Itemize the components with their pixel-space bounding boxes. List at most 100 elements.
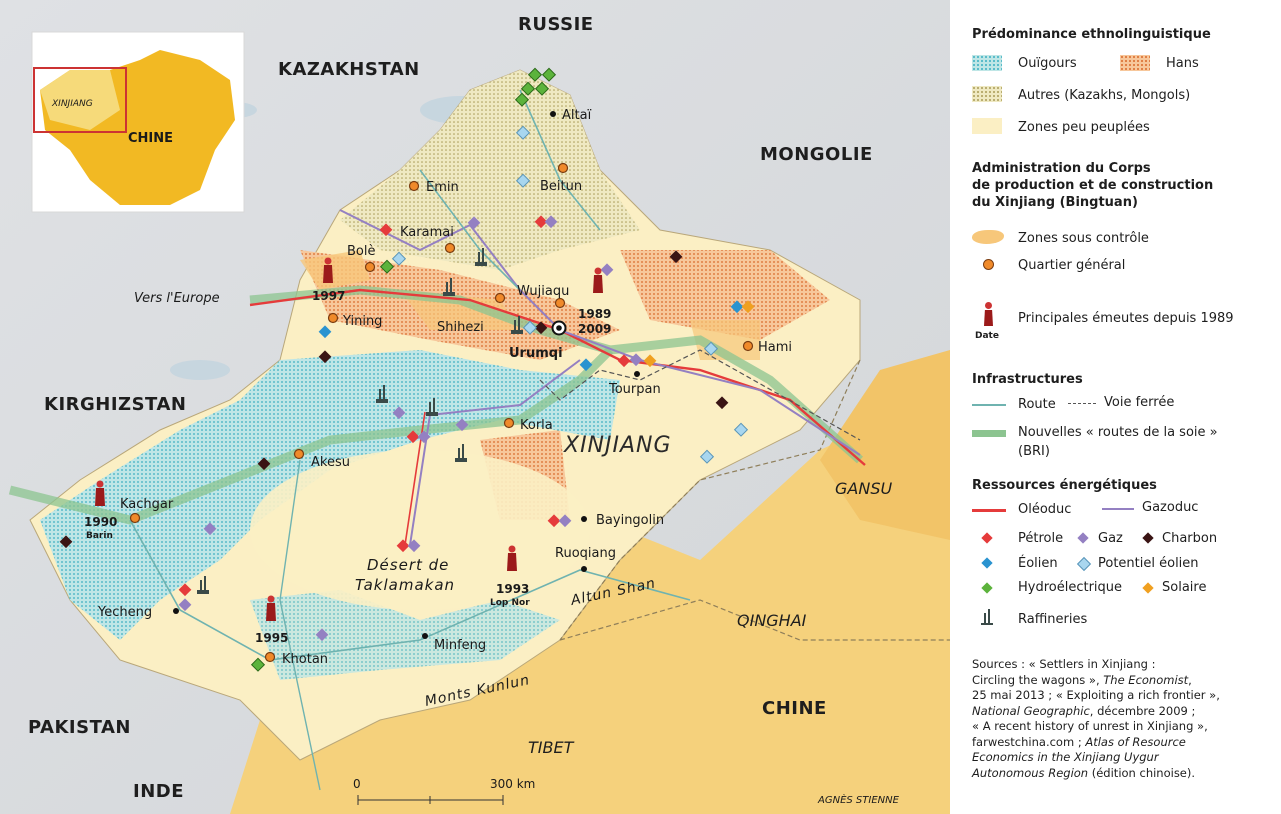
riot-year-1989: 1989	[578, 307, 611, 321]
legend-hydro: Hydroélectrique	[1018, 580, 1123, 595]
gas-pipeline	[339, 209, 861, 456]
road	[279, 459, 321, 791]
legend-infra-title: Infrastructures	[972, 372, 1083, 387]
source-line: farwestchina.com ; Atlas of Resource	[972, 734, 1186, 749]
city-label-wujiaqu: Wujiaqu	[517, 284, 569, 299]
riot-year-1993: 1993	[496, 582, 529, 596]
legend-gaz: Gaz	[1098, 531, 1123, 546]
city-label-tourpan: Tourpan	[608, 382, 661, 397]
city-label-akesu: Akesu	[311, 455, 350, 470]
city-label-yining: Yining	[342, 314, 382, 329]
railway-line-icon	[1068, 403, 1096, 404]
city-label-shihezi: Shihezi	[437, 320, 484, 335]
road	[419, 169, 521, 291]
region-label-xinjiang: XINJIANG	[563, 433, 672, 458]
coal-icon	[1142, 532, 1154, 544]
qg-marker-icon	[983, 259, 994, 270]
zone-hans	[620, 250, 830, 340]
city-label-hami: Hami	[758, 340, 792, 355]
country-kazakhstan: KAZAKHSTAN	[278, 59, 420, 80]
legend-emeutes: Principales émeutes depuis 1989	[1018, 311, 1234, 326]
refinery-icons	[197, 248, 523, 594]
direction-label: Vers l'Europe	[134, 291, 220, 306]
city-label-altai: Altaï	[562, 108, 592, 123]
taklamakan-desert	[250, 450, 590, 610]
scale-start: 0	[353, 777, 361, 791]
legend-voie-ferree: Voie ferrée	[1104, 395, 1175, 410]
scale-end: 300 km	[490, 777, 535, 791]
swatch-peu-peuplees	[972, 118, 1002, 134]
legend-potentiel-eolien: Potentiel éolien	[1098, 556, 1199, 571]
source-line: National Geographic, décembre 2009 ;	[972, 703, 1196, 718]
riot-place-lop-nor: Lop Nor	[490, 598, 530, 608]
legend-bri-abbr: (BRI)	[1018, 444, 1050, 459]
city-label-kachgar: Kachgar	[120, 497, 174, 512]
legend-eolien: Éolien	[1018, 556, 1058, 571]
legend-ouigours: Ouïgours	[1018, 56, 1077, 71]
hydro-icon	[981, 582, 993, 594]
city-label-korla: Korla	[520, 418, 553, 433]
legend-qg: Quartier général	[1018, 258, 1126, 273]
legend-riot-date: Date	[975, 331, 999, 341]
city-label-emin: Emin	[426, 180, 459, 195]
city-label-bayingolin: Bayingolin	[596, 513, 664, 528]
oil-pipeline	[249, 288, 866, 466]
province-tibet: TIBET	[528, 738, 575, 757]
riot-markers	[95, 257, 603, 621]
legend-energy-title: Ressources énergétiques	[972, 478, 1157, 493]
gas-pipeline	[409, 359, 581, 546]
legend-bingtuan-title: de production et de construction	[972, 178, 1214, 193]
road	[519, 89, 601, 231]
wind-icon	[981, 557, 993, 569]
swatch-autres	[972, 86, 1002, 102]
country-russie: RUSSIE	[518, 14, 594, 35]
swatch-bingtuan	[972, 230, 1004, 244]
legend-zones-controle: Zones sous contrôle	[1018, 231, 1149, 246]
source-line: Economics in the Xinjiang Uygur	[972, 750, 1159, 764]
riot-year-1990: 1990	[84, 515, 117, 529]
source-line: 25 mai 2013 ; « Exploiting a rich fronti…	[972, 688, 1220, 702]
xinjiang-map: XINJIANG CHINE RUSSIE KAZAKHSTAN MONGOLI…	[0, 0, 950, 814]
gas-icon	[1077, 532, 1089, 544]
source-line: Sources : « Settlers in Xinjiang :	[972, 657, 1156, 671]
city-markers	[173, 111, 640, 639]
country-kirghizstan: KIRGHIZSTAN	[44, 394, 186, 415]
source-line: Circling the wagons », The Economist,	[972, 672, 1192, 687]
country-mongolie: MONGOLIE	[760, 144, 873, 165]
bri-line-icon	[972, 430, 1006, 437]
source-line: « A recent history of unrest in Xinjiang…	[972, 719, 1208, 733]
legend-route: Route	[1018, 397, 1056, 412]
province-qinghai: QINGHAI	[737, 611, 807, 630]
source-line: Autonomous Region (édition chinoise).	[972, 765, 1196, 780]
railway	[539, 349, 861, 441]
city-label-bole: Bolè	[347, 244, 375, 259]
legend-peu-peuplees: Zones peu peuplées	[1018, 120, 1150, 135]
refinery-icon	[981, 609, 993, 625]
oil-pipeline-icon	[972, 509, 1006, 512]
hq-markers	[129, 162, 754, 663]
province-gansu: GANSU	[835, 479, 892, 498]
solar-icon	[1142, 582, 1154, 594]
inset-map: XINJIANG CHINE	[31, 31, 245, 213]
map-credit: AGNÈS STIENNE	[817, 793, 900, 806]
city-label-urumqi: Urumqi	[509, 346, 563, 361]
legend-bri: Nouvelles « routes de la soie »	[1018, 425, 1218, 440]
inset-xinjiang-label: XINJIANG	[51, 99, 93, 109]
road-line-icon	[972, 404, 1006, 406]
city-label-karamai: Karamai	[400, 225, 454, 240]
city-label-ruoqiang: Ruoqiang	[555, 546, 616, 561]
legend-autres: Autres (Kazakhs, Mongols)	[1018, 88, 1191, 103]
sources-text: Sources : « Settlers in Xinjiang : Circl…	[972, 657, 1272, 781]
oil-icon	[981, 532, 993, 544]
riot-year-1997: 1997	[312, 289, 345, 303]
province-border	[559, 599, 950, 641]
resource-markers	[59, 67, 755, 672]
desert-label: Taklamakan	[355, 576, 455, 594]
city-label-minfeng: Minfeng	[434, 638, 486, 653]
legend-bingtuan-title: Administration du Corps	[972, 161, 1151, 176]
road	[129, 519, 691, 661]
gas-pipeline-icon	[1102, 508, 1134, 510]
scale-bar	[357, 795, 504, 805]
lake	[170, 360, 230, 380]
legend-petrole: Pétrole	[1018, 531, 1064, 546]
